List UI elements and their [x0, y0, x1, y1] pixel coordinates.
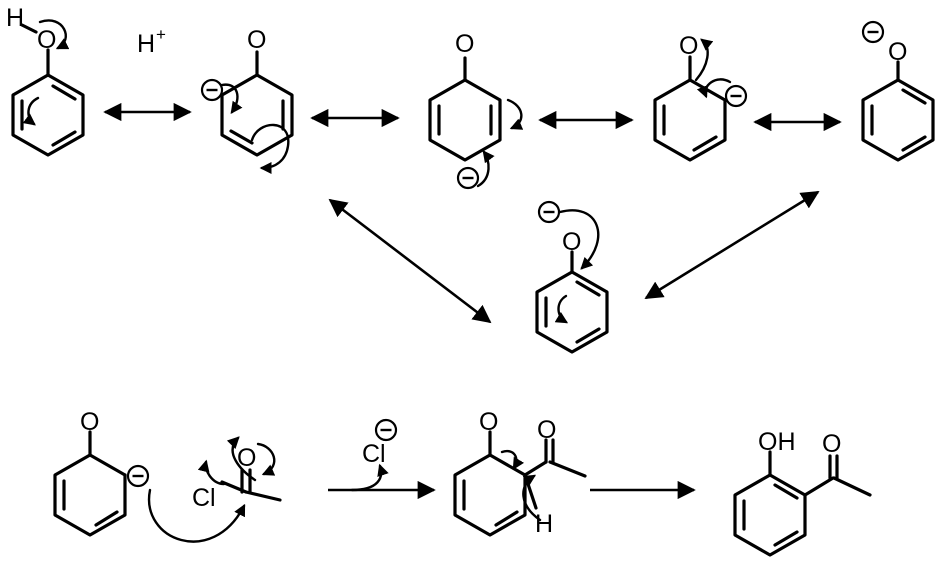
intermediate-acyl-oxygen-label: O	[537, 416, 556, 444]
negative-charge-icon	[200, 78, 224, 102]
acetyl-chloride-molecule: O Cl	[192, 436, 282, 512]
ketone-oxygen-label: O	[679, 32, 698, 60]
phenol-molecule: O H	[6, 4, 85, 157]
bottom-carbanion-molecule: O	[53, 408, 246, 543]
negative-charge-icon	[537, 200, 561, 224]
curly-arrow-icon	[476, 150, 495, 188]
central-phenoxide-molecule: O	[535, 200, 609, 354]
intermediate-ketone-oxygen-label: O	[479, 408, 498, 436]
negative-charge-icon	[374, 418, 398, 442]
negative-charge-icon	[456, 166, 480, 190]
chloride-leaving-group: Cl	[350, 418, 398, 492]
curly-arrow-icon	[256, 442, 276, 476]
ortho-carbanion-resonance-form-2: O	[653, 32, 748, 162]
acyl-chlorine-label: Cl	[192, 484, 216, 512]
phenoxide-oxygen-label: O	[888, 38, 907, 66]
curly-arrow-icon	[250, 123, 290, 174]
para-carbanion-resonance-form: O	[428, 30, 524, 190]
phenol-hydrogen-label: H	[6, 4, 24, 32]
curly-arrow-icon	[226, 436, 257, 482]
svg-text:+: +	[156, 25, 166, 44]
curly-arrow-icon	[147, 488, 246, 543]
negative-charge-icon	[724, 84, 748, 108]
curly-arrow-icon	[696, 78, 732, 99]
acylated-dienone-intermediate: O O H	[453, 408, 587, 538]
intermediate-hydrogen-label: H	[535, 510, 553, 538]
product-acyl-oxygen-label: O	[822, 430, 841, 458]
bottom-ketone-oxygen-label: O	[80, 408, 99, 436]
product-hydroxyl-label: OH	[758, 428, 796, 456]
acyl-oxygen-label: O	[237, 444, 256, 472]
ketone-oxygen-label: O	[247, 26, 266, 54]
central-oxygen-label: O	[562, 228, 581, 256]
curly-arrow-icon	[558, 209, 600, 270]
curly-arrow-icon	[38, 19, 70, 50]
curly-arrow-icon	[197, 459, 226, 486]
curly-arrow-icon	[220, 83, 243, 114]
curly-arrow-icon	[506, 98, 524, 130]
hydroxyacetophenone-product: OH O	[733, 428, 872, 557]
resonance-double-arrow-icon	[644, 190, 820, 300]
negative-charge-icon	[126, 464, 150, 488]
curly-arrow-icon	[522, 474, 542, 522]
phenol-oxygen-label: O	[37, 26, 56, 54]
svg-text:H: H	[137, 30, 155, 58]
resonance-double-arrow-icon	[328, 198, 492, 324]
curly-arrow-icon	[22, 96, 40, 126]
phenoxide-molecule: O	[861, 20, 935, 162]
ketone-oxygen-label: O	[455, 30, 474, 58]
negative-charge-icon	[861, 20, 885, 44]
curly-arrow-icon	[554, 294, 569, 324]
curly-arrow-icon	[350, 463, 389, 492]
chloride-label: Cl	[362, 440, 386, 468]
proton-label: H +	[137, 25, 166, 58]
ortho-carbanion-resonance-form: O	[200, 26, 294, 174]
curly-arrow-icon	[694, 38, 714, 82]
curly-arrow-icon	[500, 449, 525, 471]
